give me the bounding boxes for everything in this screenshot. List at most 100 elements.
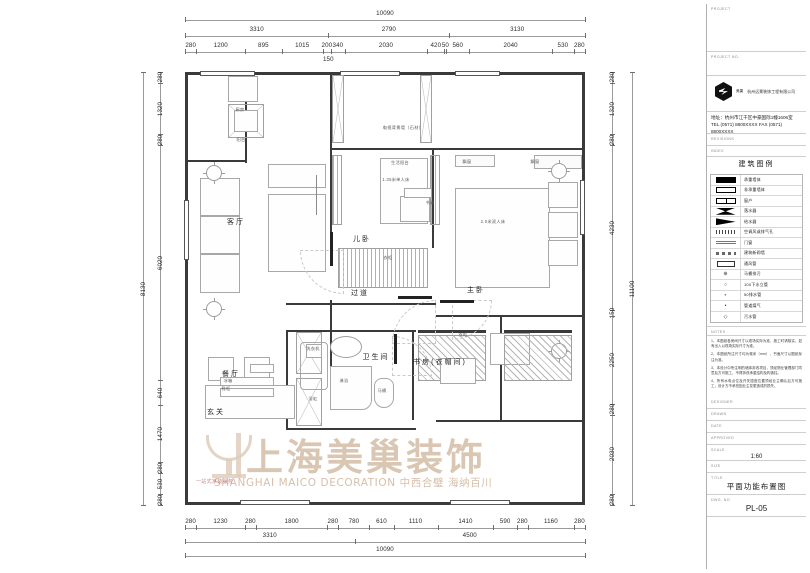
legend-symbol-cell-9: ⊕ — [711, 269, 741, 279]
legend-text-9: 马桶排污 — [744, 271, 761, 277]
legend-symbol-rect-icon — [716, 260, 735, 267]
dim-right-inner-tick-0 — [610, 72, 615, 73]
dim-bottom-inner-val-11: 1160 — [544, 518, 558, 525]
dim-left-inner-val-6: 280 — [157, 462, 164, 474]
dim-top-mid-val-1: 2790 — [381, 26, 396, 33]
legend-row-8: 通风管 — [711, 259, 802, 270]
revisions-row: REVISIONS — [707, 134, 806, 146]
dim-left-inner-tick-5 — [158, 405, 163, 406]
dwg-no-key: DWG. NO. — [711, 497, 732, 502]
dim-top-outer-tick-0 — [185, 17, 186, 22]
annotation-label-12: 飘窗 — [530, 159, 540, 164]
kids-desk-chair — [400, 196, 430, 222]
dim-left-inner-val-4: 640 — [157, 387, 164, 398]
dim-left-inner-tick-7 — [158, 473, 163, 474]
dim-left-inner-val-5: 1470 — [157, 426, 164, 441]
legend-symbol-cell-6 — [711, 238, 741, 248]
legend-symbol-cell-12: • — [711, 301, 741, 311]
dim-bottom-inner-tick-0 — [185, 525, 186, 530]
dim-right-inner-val-1: 1320 — [609, 101, 616, 116]
nightstand-right-2 — [548, 212, 578, 238]
legend-symbol-solid-icon — [715, 176, 736, 183]
legend-text-7: 建筑新砌墙 — [744, 250, 765, 256]
kids-desk — [404, 188, 432, 198]
legend-symbol-cell-2 — [711, 196, 741, 206]
dim-bottom-inner-tick-9 — [493, 525, 494, 530]
company-tagline: 杭州远景装饰工程有限公司 — [747, 88, 796, 94]
legend-symbol-cell-8 — [711, 259, 741, 269]
dim-bottom-inner-tick-3 — [256, 525, 257, 530]
nightstand-right-3 — [548, 240, 578, 266]
notes-body: 1、本图纸各房间尺寸以现场实际为准，施工时请核实，如有出入以现场实际尺寸为准。2… — [707, 336, 806, 397]
dim-bottom-mid-tick-1 — [355, 539, 356, 544]
dim-top-inner-val-8: 50 — [441, 42, 449, 49]
dim-top-inner-tick-2 — [245, 49, 246, 54]
washing-machine — [306, 344, 322, 358]
dim-bottom-inner-tick-8 — [438, 525, 439, 530]
sofa-cushion-1 — [200, 178, 240, 216]
dim-bottom-outer-val-0: 10090 — [376, 546, 394, 553]
project-key: PROJECT — [711, 7, 731, 11]
dim-right-inner-tick-end — [610, 505, 615, 506]
legend-symbol-dash-icon — [715, 251, 736, 255]
annotation-label-9: 鞋柜 — [221, 386, 231, 391]
annotation-label-5: 洗衣机 — [306, 346, 320, 351]
legend-symbol-cell-7 — [711, 248, 741, 258]
door-leaf-living — [330, 232, 333, 266]
dim-bottom-outer-tick-end — [585, 553, 586, 558]
window-dining-bottom — [240, 500, 310, 505]
entry-console — [250, 364, 274, 373]
room-label-4: 过道 — [351, 290, 369, 297]
legend-title: 建筑图例 — [738, 161, 775, 168]
dim-bottom-inner-tick-1 — [196, 525, 197, 530]
legend-symbol-cell-1 — [711, 185, 741, 195]
company-phone: TEL (0571) 8800XXXX FAX (0571) 8800XXXX — [711, 122, 783, 134]
legend-text-12: 管道煤气 — [744, 302, 761, 308]
dim-top-inner-val-7: 420 — [430, 42, 442, 49]
interior-wall-v-bath-left — [286, 330, 288, 430]
date-row: DATE — [707, 421, 806, 433]
dim-bottom-inner-tick-10 — [517, 525, 518, 530]
dim-top-mid-val-2: 3130 — [510, 26, 525, 33]
dim-bottom-inner-val-6: 610 — [376, 518, 387, 525]
legend-row-2: 窗户 — [711, 196, 802, 207]
dim-right-inner-val-0: 280 — [609, 72, 616, 83]
dim-top-inner-val-0: 280 — [185, 42, 196, 49]
floor-plan-graphics — [170, 60, 600, 510]
interior-wall-h-2 — [436, 315, 582, 317]
door-leaf-bath — [394, 334, 397, 364]
scale-row: SCALE 1:60 — [707, 445, 806, 461]
annotation-label-1: 阳台 — [236, 137, 246, 142]
room-label-1: 餐厅 — [222, 371, 240, 378]
legend-symbol-cell-10: ○ — [711, 280, 741, 290]
master-bed — [455, 188, 550, 288]
kitchen-counter — [228, 76, 258, 102]
room-label-5: 主卧 — [467, 287, 485, 294]
dim-top-inner-tick-11 — [552, 49, 553, 54]
dim-left-inner-val-3: 6020 — [157, 255, 164, 270]
dim-bottom-inner-val-3: 1800 — [284, 518, 299, 525]
room-label-6: 卫生间 — [362, 354, 390, 361]
legend-row-11: ∘ 50排水管 — [711, 290, 802, 301]
legend-text-11: 50排水管 — [744, 292, 762, 298]
dim-top-mid-tick-0 — [185, 33, 186, 38]
annotation-label-2: 生活阳台 — [391, 160, 409, 165]
dim-top-extra-150: 150 — [323, 56, 334, 63]
legend-row-1: 非承重墙体 — [711, 185, 802, 196]
dim-top-mid-line — [185, 36, 585, 37]
dim-left-inner-tick-1 — [158, 83, 163, 84]
notes-header: NOTES — [707, 326, 806, 336]
annotation-label-4: 衣柜 — [383, 255, 393, 260]
legend-symbol-pt5-icon: ◇ — [723, 313, 728, 320]
dim-left-inner-val-1: 1320 — [157, 101, 164, 116]
dim-top-inner-tick-1 — [196, 49, 197, 54]
exterior-wall-left — [185, 72, 188, 505]
legend-text-4: 给水器 — [744, 218, 757, 224]
legend-row-5: 空调风或排气孔 — [711, 227, 802, 238]
dim-left-inner-val-0: 280 — [157, 72, 164, 83]
shoe-cabinet — [220, 388, 274, 397]
dim-top-inner-tick-4 — [323, 49, 324, 54]
index-row: INDEX — [707, 146, 806, 157]
legend-symbol-pt3-icon: ∘ — [723, 292, 728, 299]
